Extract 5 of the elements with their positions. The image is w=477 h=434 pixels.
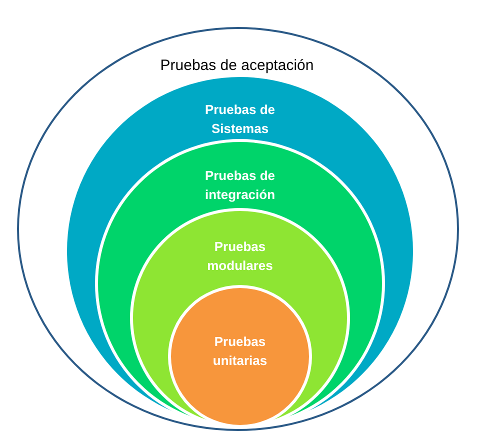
circle-label: Pruebas de Sistemas xyxy=(204,101,276,138)
circle-label: Pruebas modulares xyxy=(206,238,274,275)
circle-label: Pruebas unitarias xyxy=(212,333,268,370)
circle-label: Pruebas de integración xyxy=(204,167,276,204)
circle-label: Pruebas de aceptación xyxy=(159,56,315,76)
